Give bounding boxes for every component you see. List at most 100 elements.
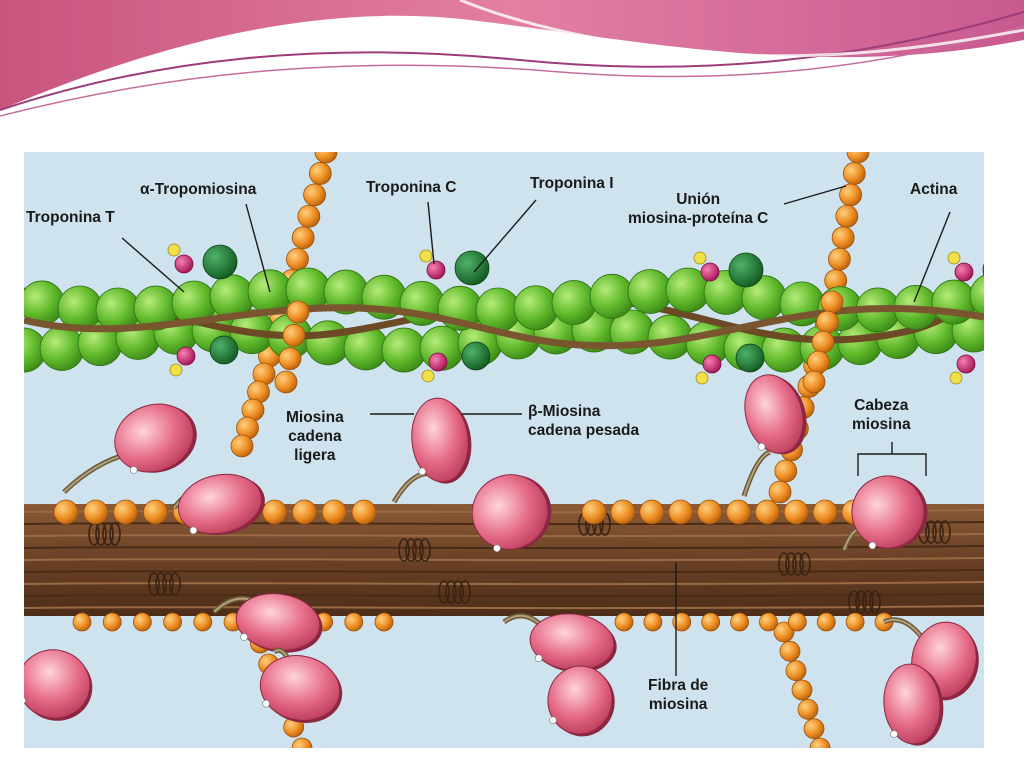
filament-coil	[445, 580, 457, 604]
thick-filament-strand	[24, 605, 984, 610]
label-troponina-t: Troponina T	[26, 209, 115, 226]
myosin-head	[883, 663, 944, 746]
myosin-head	[259, 655, 343, 723]
label-troponina-c: Troponina C	[366, 179, 457, 196]
light-chain-bead	[262, 499, 288, 525]
myosin-head-knob	[24, 696, 26, 705]
thick-filament-strand	[24, 569, 984, 574]
troponin-t-sphere	[421, 369, 435, 383]
filament-coil	[162, 572, 174, 596]
filament-coil	[412, 538, 424, 562]
muscle-filament-diagram: α-Tropomiosina Troponina T Troponina C T…	[24, 152, 984, 748]
light-chain-bead	[291, 226, 315, 250]
light-chain-bead	[773, 621, 795, 643]
light-chain-bead	[193, 612, 213, 632]
troponin-i-sphere	[461, 341, 491, 371]
light-chain-bead	[802, 370, 826, 394]
light-chain-bead	[163, 612, 183, 632]
filament-coil	[438, 580, 450, 604]
filament-coil	[169, 572, 181, 596]
light-chain-bead	[344, 612, 364, 632]
tropomyosin-strand	[24, 304, 984, 350]
filament-coil	[792, 552, 804, 576]
actin-monomer	[305, 320, 351, 366]
myosin-head	[114, 403, 197, 474]
troponin-i-sphere	[454, 250, 490, 286]
myosin-head-knob	[493, 544, 501, 553]
light-chain-bead	[672, 612, 692, 632]
myosin-head-knob	[549, 716, 557, 725]
light-chain-bead	[610, 499, 636, 525]
light-chain-bead	[297, 204, 321, 228]
light-chain-bead	[230, 434, 254, 458]
light-chain-bead	[701, 612, 721, 632]
light-chain-bead	[321, 499, 347, 525]
troponin-i-sphere	[202, 244, 238, 280]
light-chain-bead	[113, 499, 138, 525]
troponin-complex	[419, 249, 491, 383]
label-beta-miosina: β-Miosina cadena pesada	[528, 403, 640, 439]
troponin-t-sphere	[419, 249, 433, 263]
troponin-c-sphere	[702, 354, 722, 374]
light-chain-bead	[809, 737, 831, 748]
myosin-head	[471, 474, 552, 553]
light-chain-row-top-right	[581, 499, 867, 525]
light-chain-bead	[303, 183, 326, 207]
label-troponina-i: Troponina I	[530, 175, 614, 192]
troponin-complex	[947, 251, 984, 385]
myosin-head-face	[547, 665, 613, 735]
filament-coil	[799, 552, 811, 576]
light-chain-bead	[759, 612, 778, 632]
light-chain-bead	[835, 204, 859, 228]
myosin-head	[529, 613, 617, 673]
myosin-head	[547, 665, 615, 737]
leader-union	[783, 185, 847, 205]
troponin-i-sphere	[982, 263, 984, 277]
light-chain-bead	[72, 612, 92, 632]
myosin-head	[177, 473, 265, 536]
mybpc-chain-right-front	[802, 290, 844, 394]
light-chain-bead	[83, 499, 109, 525]
light-chain-bead	[791, 679, 813, 701]
troponin-complex	[167, 243, 239, 377]
light-chain-bead	[787, 612, 807, 632]
light-chain-bead	[811, 330, 835, 354]
light-chain-bead	[779, 640, 801, 662]
troponin-t-sphere	[169, 363, 183, 377]
myosin-head-knob	[534, 654, 543, 662]
diagram-artwork	[24, 152, 984, 748]
light-chain-bead	[581, 499, 607, 525]
light-chain-bead	[102, 612, 122, 632]
filament-coil	[925, 520, 937, 544]
light-chain-bead	[812, 499, 838, 525]
troponin-c-sphere	[426, 260, 446, 280]
actin-monomer	[381, 327, 427, 373]
actin-monomer	[627, 269, 673, 314]
light-chain-bead	[133, 612, 152, 632]
myosin-head-knob	[757, 442, 766, 451]
actin-monomer	[969, 274, 984, 317]
myosin-head	[411, 397, 472, 484]
label-cabeza: Cabeza miosina	[852, 397, 911, 433]
leader-actina	[913, 211, 951, 303]
light-chain-bead	[282, 323, 306, 347]
light-chain-lower-right	[773, 621, 831, 748]
myosin-neck-highlight	[743, 451, 771, 497]
light-chain-bead	[53, 499, 79, 525]
label-miosina-ligera: Miosina cadena ligera	[286, 409, 344, 464]
troponin-c-sphere	[956, 354, 976, 374]
myosin-head	[24, 649, 93, 721]
troponin-c-sphere	[428, 352, 448, 372]
filament-coil	[419, 538, 431, 562]
troponin-c-sphere	[700, 262, 720, 282]
troponin-complex	[693, 251, 765, 385]
light-chain-bead	[831, 226, 855, 250]
light-chain-row-bottom-right	[614, 612, 894, 632]
myosin-head-knob	[890, 730, 898, 738]
actin-monomer	[589, 273, 635, 319]
filament-coil	[932, 520, 944, 544]
light-chain-bead	[774, 459, 798, 483]
label-tropomiosina: α-Tropomiosina	[140, 181, 257, 198]
myosin-head	[744, 374, 807, 455]
filament-coil	[398, 538, 410, 562]
